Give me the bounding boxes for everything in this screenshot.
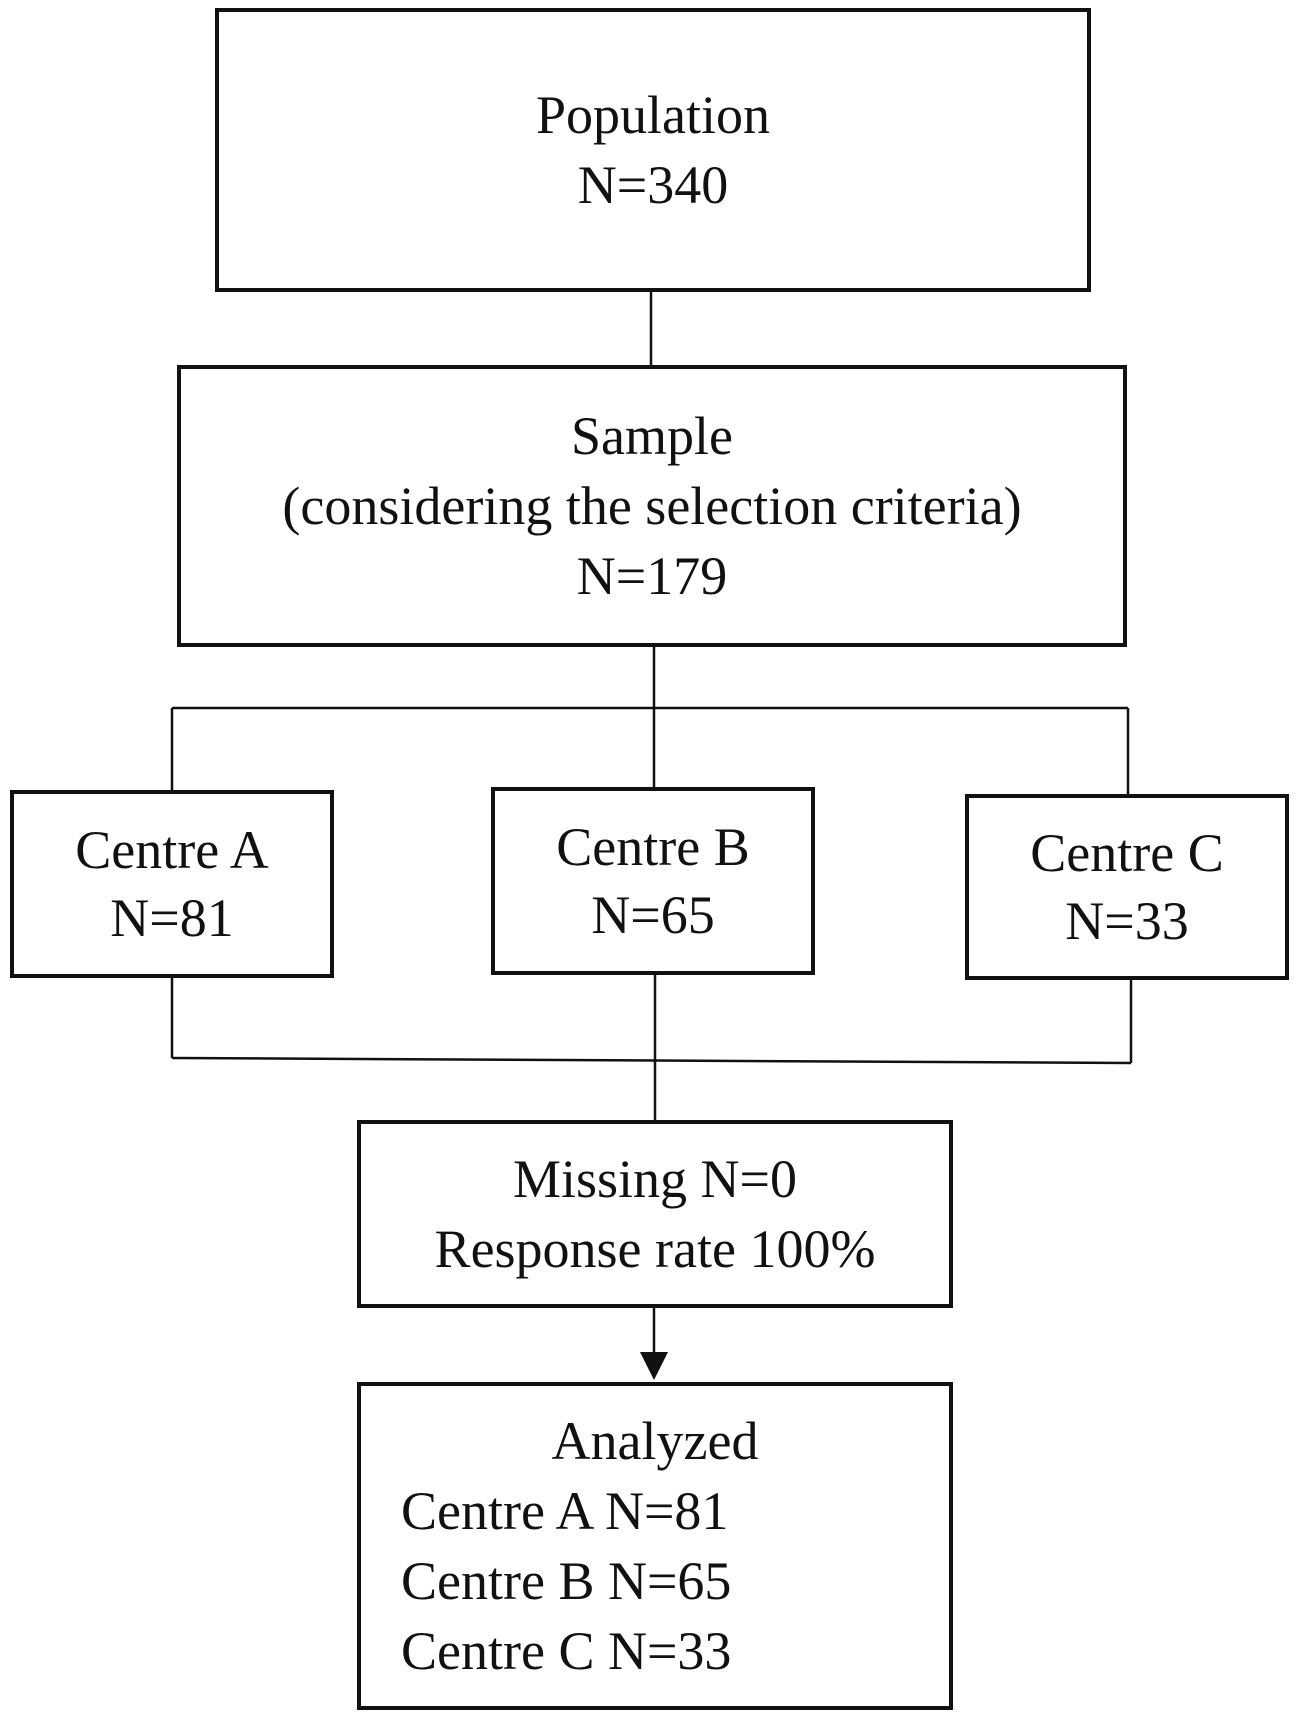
analyzed-item-centre-b: Centre B N=65 bbox=[401, 1551, 732, 1611]
response-rate: Response rate 100% bbox=[434, 1219, 876, 1279]
centre-c-box: Centre C N=33 bbox=[965, 794, 1289, 980]
centre-c-count: N=33 bbox=[1065, 891, 1189, 951]
sample-count: N=179 bbox=[576, 546, 728, 606]
centre-a-name: Centre A bbox=[75, 820, 269, 880]
centre-b-box: Centre B N=65 bbox=[491, 787, 815, 975]
sample-box: Sample (considering the selection criter… bbox=[177, 365, 1127, 647]
centre-b-count: N=65 bbox=[591, 885, 715, 945]
sample-title: Sample bbox=[571, 406, 733, 466]
centre-c-name: Centre C bbox=[1030, 823, 1224, 883]
centre-a-count: N=81 bbox=[110, 888, 234, 948]
analyzed-list: Centre A N=81 Centre B N=65 Centre C N=3… bbox=[361, 1476, 949, 1686]
population-box: Population N=340 bbox=[215, 8, 1091, 292]
missing-count: Missing N=0 bbox=[512, 1149, 797, 1209]
analyzed-title: Analyzed bbox=[551, 1411, 759, 1471]
missing-box: Missing N=0 Response rate 100% bbox=[357, 1120, 953, 1308]
analyzed-item-centre-c: Centre C N=33 bbox=[401, 1621, 732, 1681]
population-count: N=340 bbox=[577, 155, 729, 215]
population-title: Population bbox=[535, 85, 770, 145]
analyzed-box: Analyzed Centre A N=81 Centre B N=65 Cen… bbox=[357, 1382, 953, 1710]
connector-join-horizontal bbox=[171, 1056, 1132, 1065]
centre-a-box: Centre A N=81 bbox=[10, 790, 334, 978]
analyzed-item-centre-a: Centre A N=81 bbox=[401, 1481, 729, 1541]
centre-b-name: Centre B bbox=[556, 817, 750, 877]
sample-subtitle: (considering the selection criteria) bbox=[282, 476, 1022, 536]
arrowhead-icon bbox=[640, 1352, 668, 1380]
